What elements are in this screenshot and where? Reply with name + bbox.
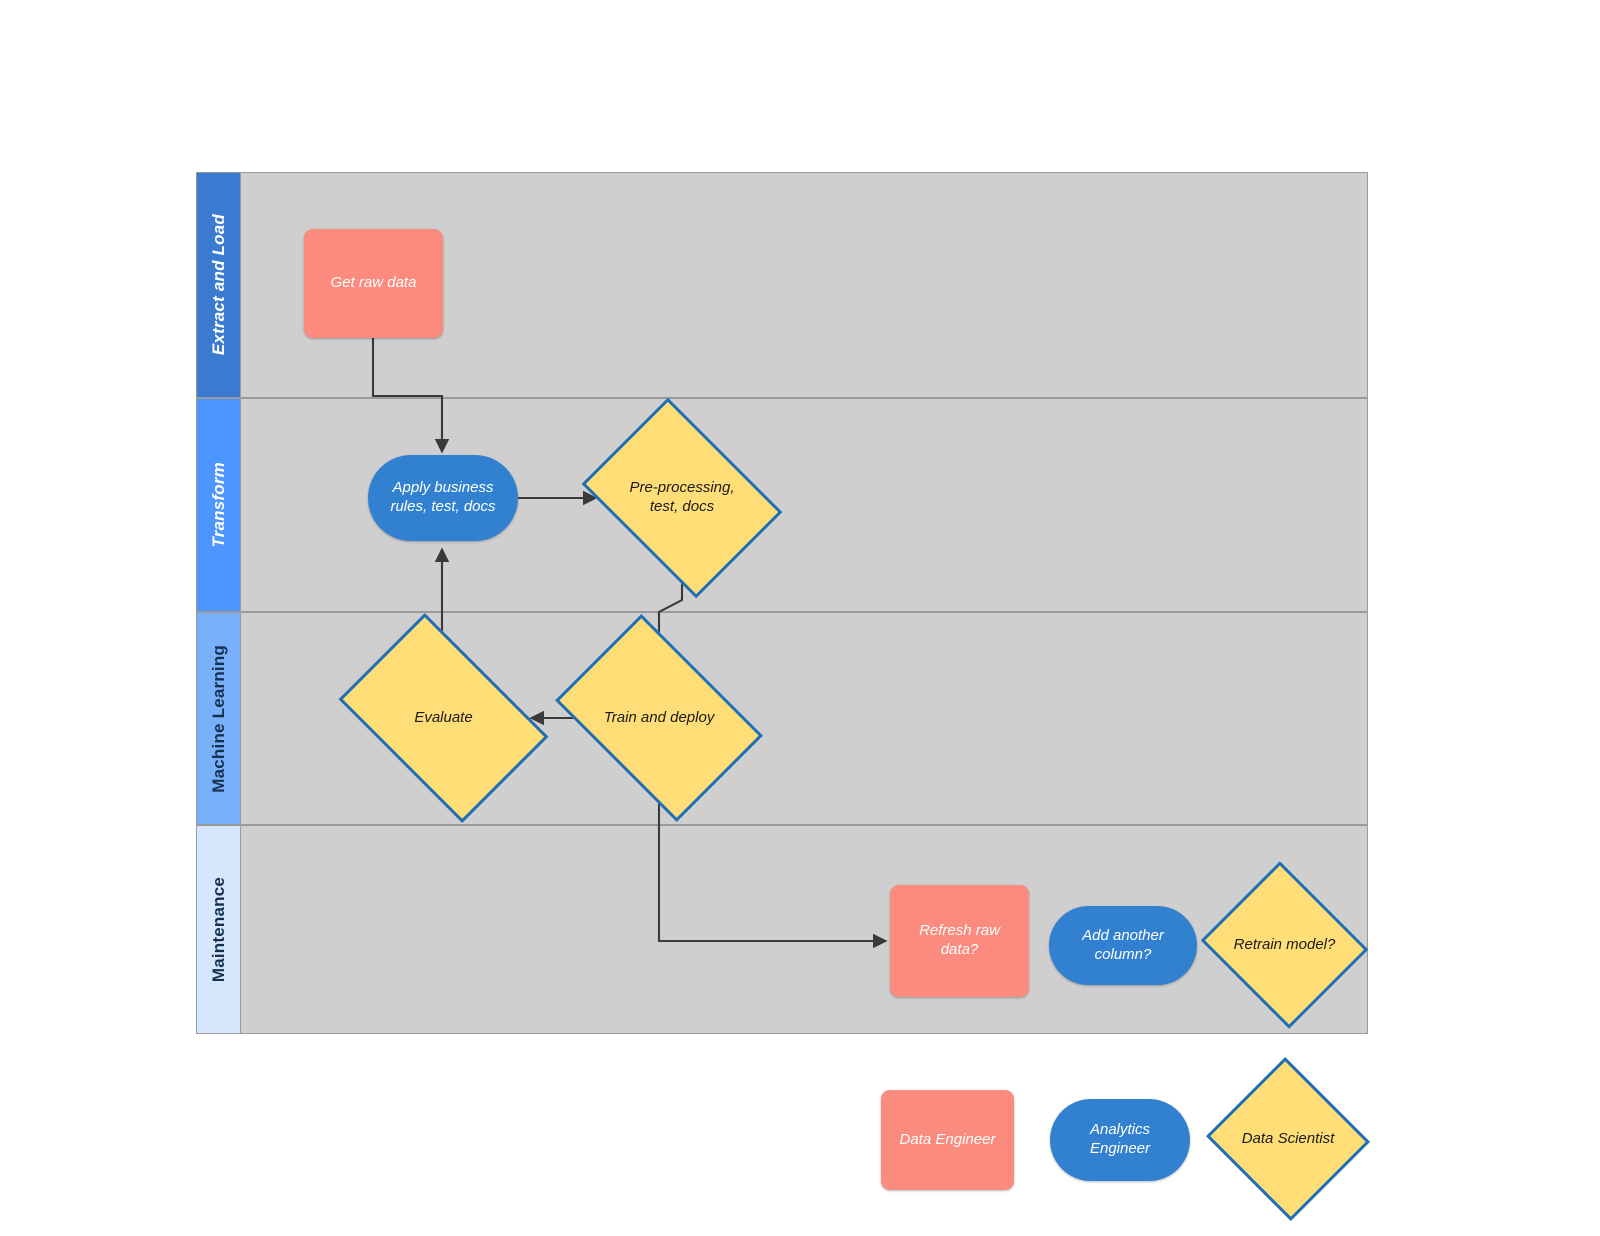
legend-label-data-engineer: Data Engineer — [899, 1130, 996, 1148]
node-apply-business-rules[interactable]: Apply business rules, test, docs — [368, 455, 518, 541]
node-pre-processing[interactable]: Pre-processing, test, docs — [581, 397, 783, 599]
lane-header-transform: Transform — [197, 399, 241, 611]
node-train-and-deploy[interactable]: Train and deploy — [555, 614, 763, 822]
legend-label-analytics-engineer: Analytics Engineer — [1089, 1121, 1151, 1157]
lane-header-extract-and-load: Extract and Load — [197, 173, 241, 397]
lane-body-maintenance — [241, 826, 1367, 1033]
diamond-shape — [1205, 1056, 1371, 1222]
lane-label-maintenance: Maintenance — [208, 876, 228, 983]
node-refresh-raw-data[interactable]: Refresh raw data? — [890, 885, 1029, 997]
node-label-refresh-raw-data: Refresh raw data? — [919, 922, 1000, 958]
legend-item-data-scientist[interactable]: Data Scientist — [1205, 1056, 1371, 1222]
node-evaluate[interactable]: Evaluate — [338, 612, 549, 824]
legend: Data Engineer Analytics Engineer Data Sc… — [196, 1056, 1371, 1222]
node-label-add-another-column: Add another column? — [1082, 926, 1164, 963]
node-add-another-column[interactable]: Add another column? — [1049, 906, 1197, 985]
lane-header-maintenance: Maintenance — [197, 826, 241, 1033]
lane-header-machine-learning: Machine Learning — [197, 613, 241, 824]
legend-item-data-engineer[interactable]: Data Engineer — [881, 1090, 1014, 1190]
lane-label-transform: Transform — [208, 462, 228, 548]
lane-label-extract-and-load: Extract and Load — [208, 214, 228, 356]
node-get-raw-data[interactable]: Get raw data — [304, 229, 443, 338]
node-retrain-model[interactable]: Retrain model? — [1200, 861, 1369, 1029]
node-label-apply-business-rules: Apply business rules, test, docs — [390, 479, 496, 515]
node-label-get-raw-data: Get raw data — [330, 274, 417, 292]
legend-item-analytics-engineer[interactable]: Analytics Engineer — [1050, 1099, 1190, 1181]
lane-label-machine-learning: Machine Learning — [208, 644, 228, 793]
